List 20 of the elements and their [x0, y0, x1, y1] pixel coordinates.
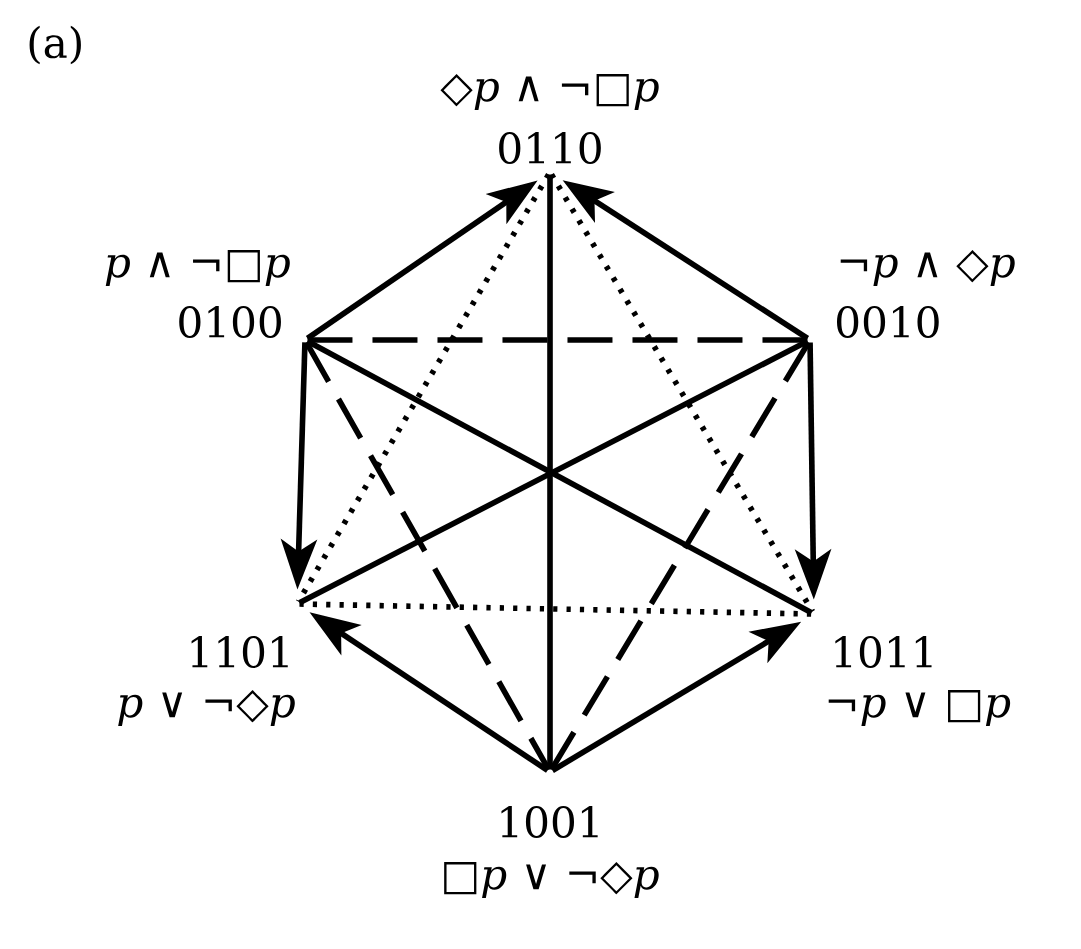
panel-label: (a) — [29, 25, 81, 65]
vertex-label: 1101 — [191, 636, 288, 668]
vertex-label: 0110 — [499, 132, 601, 164]
vertex-label: 0100 — [179, 306, 281, 338]
vertex-label: ¬p ∧ ◇p — [840, 250, 1015, 286]
vertex-label: ¬p ∨ □p — [828, 690, 1011, 726]
connector-line — [549, 341, 811, 771]
connector-line — [296, 173, 551, 603]
vertex-label: ◇p ∧ ¬□p — [440, 74, 659, 110]
vertex-label: 1011 — [835, 636, 932, 668]
vertex-label: 1001 — [501, 806, 598, 838]
vertex-label: p ∧ ¬□p — [105, 250, 290, 286]
connector-line — [307, 337, 808, 343]
vertex-label: 0010 — [837, 306, 939, 338]
connector-line — [549, 173, 815, 613]
connector-line — [303, 341, 552, 771]
connector-line — [299, 601, 812, 617]
connector-line — [547, 174, 553, 770]
vertex-label: □p ∨ ¬◇p — [444, 862, 659, 898]
vertex-label: p ∨ ¬◇p — [118, 690, 295, 726]
